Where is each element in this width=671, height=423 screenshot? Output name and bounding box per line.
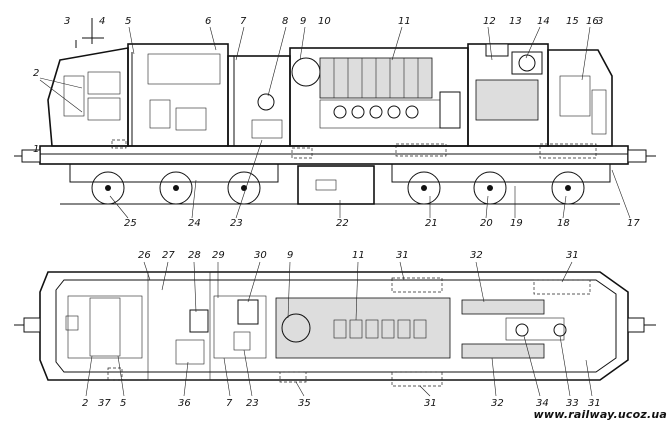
side-view-labels: 1 2 3 3 4 5 6 7 8 9 10 11 12 13 14 15 16…	[33, 16, 640, 229]
cab	[127, 43, 229, 147]
label-33: 33	[566, 398, 579, 409]
label-36: 36	[178, 398, 191, 409]
label-32-bottom: 32	[491, 398, 504, 409]
label-5-plan: 5	[120, 398, 126, 409]
label-3-right: 3	[597, 16, 603, 27]
label-25: 25	[124, 218, 137, 229]
label-24: 24	[188, 218, 201, 229]
label-29: 29	[212, 250, 225, 261]
label-31-bottom-left: 31	[424, 398, 437, 409]
label-11: 11	[398, 16, 411, 27]
plan-view-labels: 26 27 28 29 30 9 11 31 32 31 2 37 5 36 7…	[82, 250, 601, 409]
label-31-bottom-right: 31	[588, 398, 601, 409]
radiator-block	[475, 79, 539, 121]
label-19: 19	[510, 218, 523, 229]
side-view	[14, 18, 656, 205]
watermark: www.railway.ucoz.ua	[533, 408, 667, 421]
label-27: 27	[162, 250, 175, 261]
label-21: 21	[425, 218, 438, 229]
label-32-top: 32	[470, 250, 483, 261]
label-1: 1	[33, 144, 39, 155]
plan-outline	[39, 271, 629, 381]
label-17: 17	[627, 218, 640, 229]
plan-view	[14, 271, 656, 387]
label-28: 28	[188, 250, 201, 261]
label-9: 9	[300, 16, 306, 27]
front-wheels	[91, 171, 261, 205]
label-11-plan: 11	[352, 250, 365, 261]
label-2: 2	[33, 68, 39, 79]
rear-bogie	[391, 163, 611, 183]
rear-hood	[547, 49, 613, 147]
label-7-plan: 7	[226, 398, 233, 409]
label-15: 15	[566, 16, 579, 27]
right-coupler	[627, 149, 647, 163]
front-hood	[47, 47, 129, 147]
label-20: 20	[480, 218, 493, 229]
label-5: 5	[125, 16, 131, 27]
label-34: 34	[536, 398, 549, 409]
plan-diesel-engine	[275, 297, 451, 359]
label-26: 26	[138, 250, 151, 261]
label-31-top-left: 31	[396, 250, 409, 261]
label-16: 16	[586, 16, 599, 27]
label-7: 7	[240, 16, 247, 27]
label-30: 30	[254, 250, 267, 261]
label-31-top-right: 31	[566, 250, 579, 261]
label-13: 13	[509, 16, 522, 27]
label-23: 23	[230, 218, 243, 229]
label-18: 18	[557, 218, 570, 229]
front-bogie	[69, 163, 279, 183]
label-35: 35	[298, 398, 311, 409]
label-10: 10	[318, 16, 331, 27]
label-8: 8	[282, 16, 288, 27]
label-12: 12	[483, 16, 496, 27]
label-23-plan: 23	[246, 398, 259, 409]
label-3-left: 3	[64, 16, 70, 27]
label-9-plan: 9	[287, 250, 293, 261]
label-22: 22	[336, 218, 349, 229]
label-14: 14	[537, 16, 550, 27]
label-2-plan: 2	[82, 398, 88, 409]
rear-wheels	[407, 171, 585, 205]
label-6: 6	[205, 16, 211, 27]
equipment-compartment	[227, 55, 291, 147]
label-37: 37	[98, 398, 111, 409]
label-4: 4	[99, 16, 105, 27]
